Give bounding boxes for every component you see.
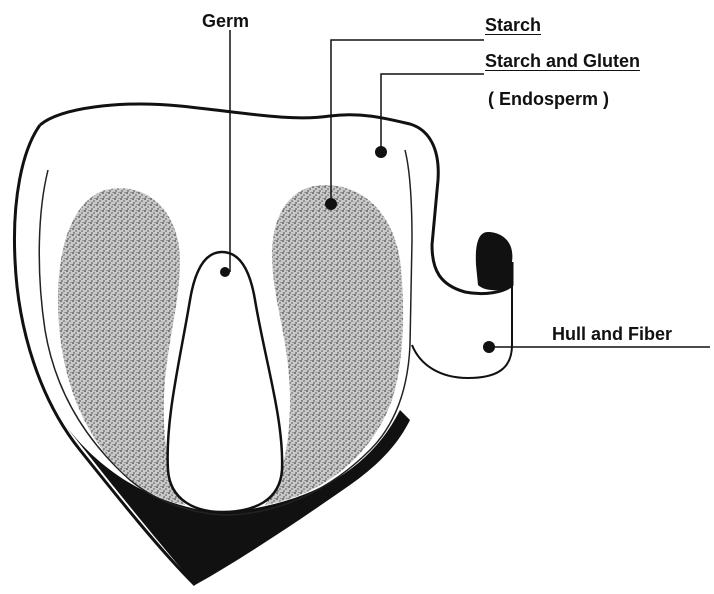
starch-lobe-left: [58, 188, 185, 505]
label-endosperm: ( Endosperm ): [488, 90, 609, 108]
endosperm-leader: [381, 74, 484, 150]
hull-flap: [476, 232, 513, 290]
germ-dot: [220, 267, 230, 277]
label-starch-gluten: Starch and Gluten: [485, 52, 640, 70]
label-starch: Starch: [485, 16, 541, 34]
label-germ: Germ: [202, 12, 249, 30]
endosperm-dot: [375, 146, 387, 158]
germ-shape: [168, 252, 283, 512]
hull-dot: [483, 341, 495, 353]
label-hull-fiber: Hull and Fiber: [552, 325, 672, 343]
starch-dot: [325, 198, 337, 210]
starch-leader: [331, 40, 484, 202]
